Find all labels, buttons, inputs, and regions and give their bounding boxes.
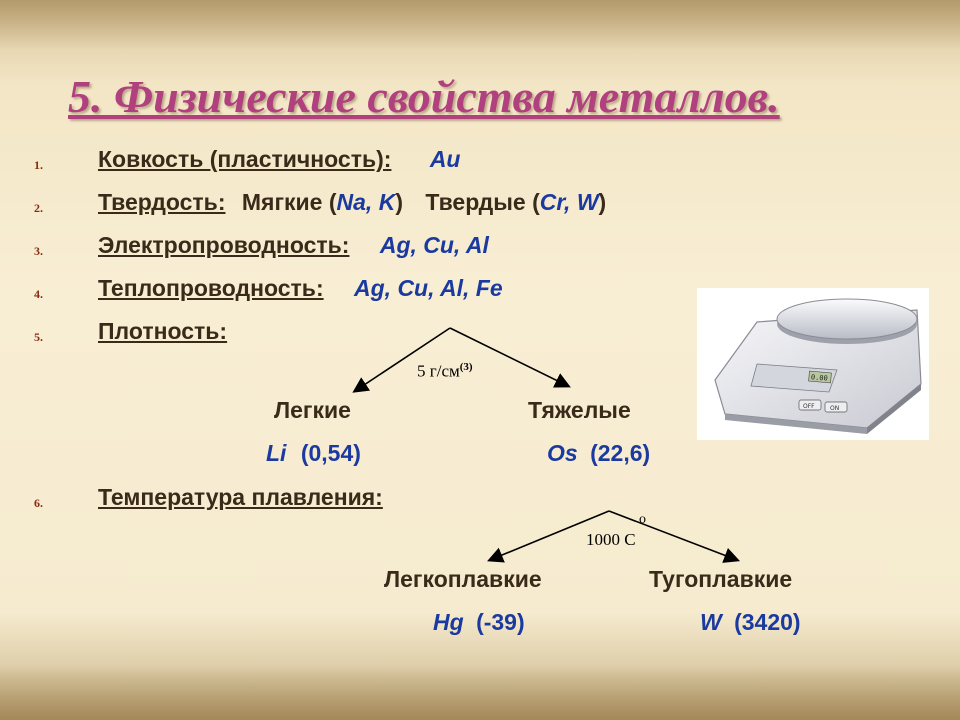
melting-high-label: Тугоплавкие	[649, 566, 793, 592]
svg-text:OFF: OFF	[803, 403, 815, 410]
item-thermal: Теплопроводность: Ag, Cu, Al, Fe	[98, 275, 503, 302]
item-label-hardness: Твердость:	[98, 189, 226, 215]
top-band	[0, 0, 960, 50]
hard-close: )	[598, 189, 607, 215]
item-number-4: 4.	[34, 287, 43, 301]
item-number-6: 6.	[34, 496, 43, 510]
heavy-example-symbol: Os	[547, 440, 578, 466]
density-arrow-right	[449, 327, 571, 388]
melting-low-label: Легкоплавкие	[384, 566, 542, 592]
item-melting: Температура плавления:	[98, 484, 383, 511]
light-example-value: (0,54)	[300, 440, 361, 466]
soft-close: )	[395, 189, 403, 215]
density-arrow-left	[352, 327, 451, 393]
scale-display: 0.00	[811, 373, 828, 382]
item-number-3: 3.	[34, 244, 43, 258]
density-heavy-example: Os (22,6)	[547, 440, 650, 467]
density-threshold: 5 г/см(3)	[417, 361, 473, 382]
melting-threshold: 1000 С	[586, 530, 636, 549]
item-label-thermal: Теплопроводность:	[98, 275, 324, 301]
soft-label: Мягкие (	[241, 189, 337, 215]
density-light-label: Легкие	[274, 397, 351, 423]
item-density: Плотность:	[98, 318, 227, 345]
item-value-thermal: Ag, Cu, Al, Fe	[354, 275, 503, 301]
melting-arrow-left	[487, 510, 610, 563]
heavy-example-value: (22,6)	[590, 440, 651, 466]
density-heavy-label: Тяжелые	[528, 397, 631, 423]
melting-arrow-right	[608, 510, 740, 563]
melting-low-example: Hg (-39)	[433, 609, 525, 636]
high-example-symbol: W	[700, 609, 722, 635]
item-label-density: Плотность:	[98, 318, 228, 344]
melting-high-example: W (3420)	[700, 609, 801, 636]
hard-values: Cr, W	[539, 189, 599, 215]
slide-title: 5. Физические свойства металлов.	[68, 71, 780, 122]
item-value-conductivity: Ag, Cu, Al	[379, 232, 489, 258]
hard-label: Твердые (	[425, 189, 540, 215]
item-hardness: Твердость: Мягкие (Na, K) Твердые (Cr, W…	[98, 189, 606, 216]
item-conductivity: Электропроводность: Ag, Cu, Al	[98, 232, 489, 259]
density-threshold-sup: (3)	[459, 361, 473, 373]
density-light-example: Li (0,54)	[266, 440, 361, 467]
svg-text:ON: ON	[830, 405, 839, 412]
soft-values: Na, K	[336, 189, 396, 215]
low-example-symbol: Hg	[433, 609, 464, 635]
low-example-value: (-39)	[476, 609, 525, 635]
item-label-malleability: Ковкость (пластичность):	[98, 146, 392, 172]
item-value-malleability: Au	[429, 146, 461, 172]
item-label-melting: Температура плавления:	[98, 484, 383, 510]
item-number-1: 1.	[34, 158, 43, 172]
item-malleability: Ковкость (пластичность): Au	[98, 146, 460, 173]
degree-mark: о	[639, 512, 646, 527]
item-number-5: 5.	[34, 330, 43, 344]
light-example-symbol: Li	[266, 440, 287, 466]
item-number-2: 2.	[34, 201, 43, 215]
scale-image: 0.00 OFF ON	[697, 288, 929, 440]
density-threshold-value: 5 г/см	[417, 361, 460, 381]
bottom-band	[0, 665, 960, 720]
item-label-conductivity: Электропроводность:	[98, 232, 350, 258]
high-example-value: (3420)	[734, 609, 801, 635]
